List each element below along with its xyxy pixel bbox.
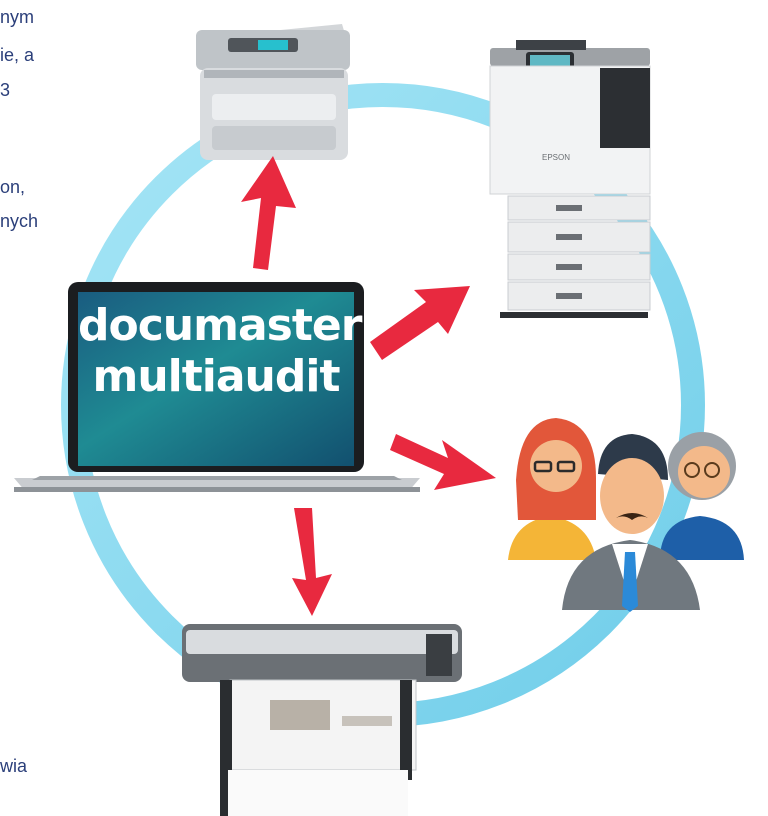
plotter-printer-icon: [182, 624, 462, 816]
arrow-to-people: [390, 434, 496, 490]
text-fragment-5: nych: [0, 211, 39, 231]
laptop-screen-title: documaster multiaudit: [78, 300, 362, 402]
copier-brand-label: EPSON: [542, 153, 570, 162]
title-line-documaster: documaster: [78, 300, 362, 351]
text-fragment-2: ie, a: [0, 45, 35, 65]
arrow-to-copier: [370, 286, 470, 360]
arrow-to-plotter: [292, 508, 332, 616]
office-copier-icon: EPSON: [489, 40, 651, 318]
title-line-multiaudit: multiaudit: [92, 351, 341, 402]
mfp-printer-icon: [196, 24, 350, 160]
text-fragment-4: on,: [0, 177, 26, 197]
laptop-icon: [14, 282, 420, 492]
arrow-to-mfp: [241, 156, 296, 270]
text-fragment-3: 3: [0, 80, 11, 100]
text-fragment-1: nym: [0, 7, 35, 27]
text-fragment-6: wia: [0, 756, 28, 776]
people-group-icon: [508, 418, 744, 612]
